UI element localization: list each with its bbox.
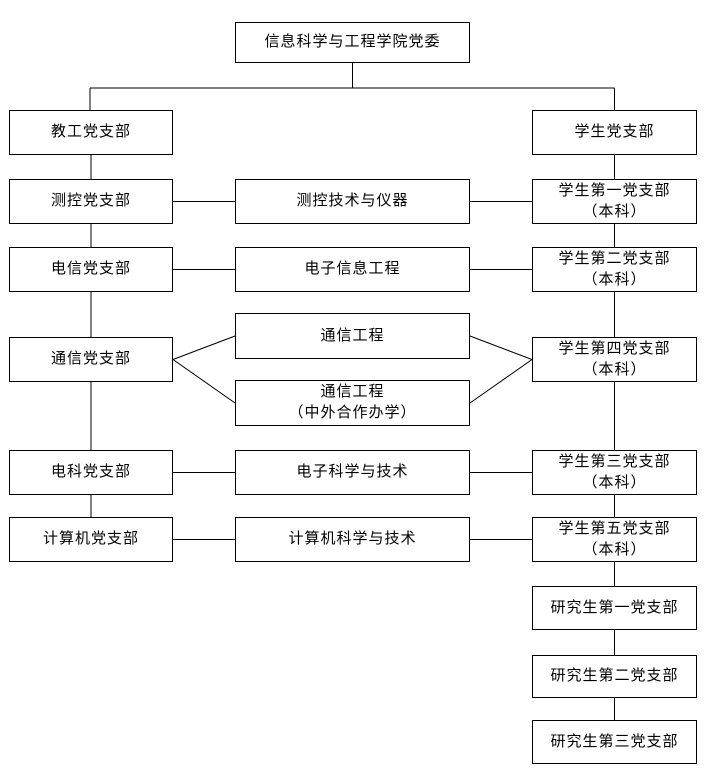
node-faculty-party-branch: 教工党支部 [9, 110, 173, 155]
node-major-electronic-info-engineering: 电子信息工程 [235, 247, 470, 292]
node-student-branch-2-undergrad: 学生第二党支部 （本科） [532, 247, 697, 292]
node-measurement-control-party-branch: 测控党支部 [9, 179, 173, 224]
node-major-communication-engineering: 通信工程 [235, 313, 470, 359]
node-student-branch-4-undergrad: 学生第四党支部 （本科） [532, 337, 697, 382]
node-graduate-branch-2: 研究生第二党支部 [532, 655, 697, 698]
node-student-party-branch: 学生党支部 [532, 110, 697, 155]
node-computer-party-branch: 计算机党支部 [9, 517, 173, 562]
node-telecom-party-branch: 电信党支部 [9, 247, 173, 292]
node-major-measurement-control-tech: 测控技术与仪器 [235, 179, 470, 224]
node-graduate-branch-3: 研究生第三党支部 [532, 720, 697, 764]
node-communication-party-branch: 通信党支部 [9, 337, 173, 382]
node-student-branch-5-undergrad: 学生第五党支部 （本科） [532, 517, 697, 562]
node-major-electronic-science-tech: 电子科学与技术 [235, 450, 470, 495]
node-electronic-science-party-branch: 电科党支部 [9, 450, 173, 495]
node-major-computer-science-tech: 计算机科学与技术 [235, 517, 470, 562]
node-college-party-committee: 信息科学与工程学院党委 [235, 22, 470, 63]
node-major-communication-engineering-joint: 通信工程 （中外合作办学） [235, 380, 470, 426]
node-student-branch-1-undergrad: 学生第一党支部 （本科） [532, 179, 697, 224]
node-student-branch-3-undergrad: 学生第三党支部 （本科） [532, 450, 697, 495]
node-graduate-branch-1: 研究生第一党支部 [532, 586, 697, 630]
